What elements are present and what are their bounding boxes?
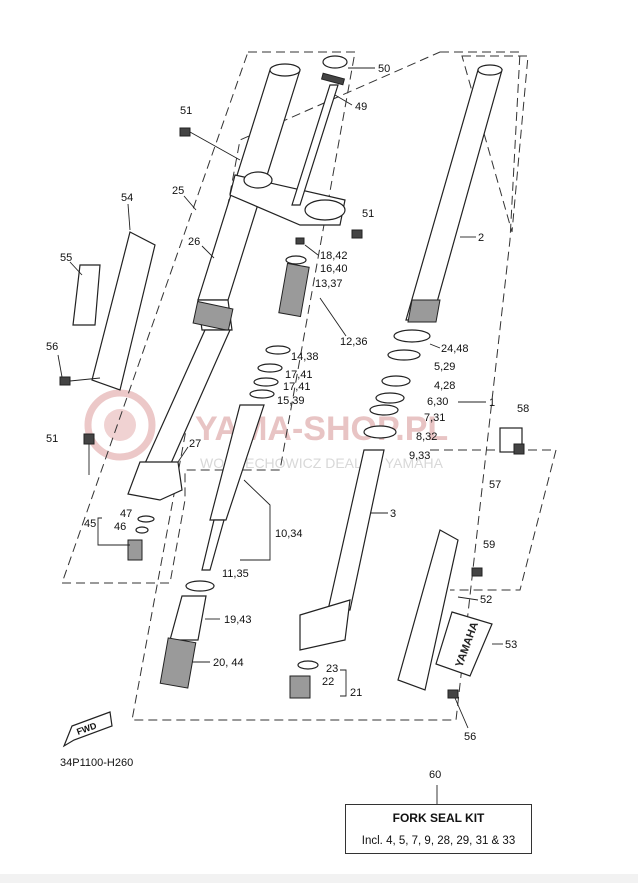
callout-51-clamp: 51 (362, 208, 374, 220)
callout-58: 58 (517, 403, 529, 415)
callout-52: 52 (480, 594, 492, 606)
assembly-outlines (61, 51, 557, 721)
callout-8-32: 8,32 (416, 431, 437, 443)
callout-14-38: 14,38 (291, 351, 319, 363)
callout-20-44: 20, 44 (213, 657, 244, 669)
footer-strip (0, 874, 638, 883)
callout-4-28: 4,28 (434, 380, 455, 392)
callout-2: 2 (478, 232, 484, 244)
callout-10-34: 10,34 (275, 528, 303, 540)
callout-11-35: 11,35 (222, 568, 249, 580)
callout-26: 26 (188, 236, 200, 248)
kit-description: Incl. 4, 5, 7, 9, 28, 29, 31 & 33 (361, 835, 516, 847)
kit-title: FORK SEAL KIT (392, 811, 485, 825)
left-guard (59, 231, 156, 391)
watermark-subtitle: WOJCIECHOWICZ DEALER YAMAHA (200, 455, 444, 471)
callout-59: 59 (483, 539, 495, 551)
callout-53: 53 (505, 639, 517, 651)
right-inner-tube (289, 64, 503, 699)
callout-46: 46 (114, 521, 126, 533)
callout-1: 1 (489, 397, 495, 409)
callout-22: 22 (322, 676, 334, 688)
callout-51-top: 51 (180, 105, 192, 117)
callout-19-43: 19,43 (224, 614, 252, 626)
callout-17-41-b: 17,41 (283, 381, 311, 393)
drain-parts (127, 515, 155, 561)
callout-12-36: 12,36 (340, 336, 368, 348)
diagram-code: 34P1100-H260 (60, 757, 134, 769)
triple-clamp (229, 55, 348, 226)
cartridge-assembly (159, 237, 310, 689)
callout-23: 23 (326, 663, 338, 675)
callout-55: 55 (60, 252, 72, 264)
callout-18-42: 18,42 (320, 250, 348, 262)
right-tube-outline (461, 55, 529, 233)
callout-6-30: 6,30 (427, 396, 448, 408)
callout-16-40: 16,40 (320, 263, 348, 275)
fork-seal-kit-box: FORK SEAL KIT Incl. 4, 5, 7, 9, 28, 29, … (345, 804, 532, 854)
right-guard: YAMAHA (397, 427, 525, 699)
callout-47: 47 (120, 508, 132, 520)
callout-45: 45 (84, 518, 96, 530)
callout-13-37: 13,37 (315, 278, 343, 290)
callout-54: 54 (121, 192, 133, 204)
fwd-arrow: FWD (62, 711, 113, 748)
callout-17-41-a: 17,41 (285, 369, 313, 381)
left-assembly-outline (61, 51, 356, 584)
callout-56-right: 56 (464, 731, 476, 743)
callouts: 50 49 51 51 51 54 25 26 55 56 2 18,42 16… (46, 63, 529, 804)
callout-25: 25 (172, 185, 184, 197)
callout-5-29: 5,29 (434, 361, 455, 373)
callout-15-39: 15,39 (277, 395, 305, 407)
callout-50: 50 (378, 63, 390, 75)
callout-27: 27 (189, 438, 201, 450)
callout-9-33: 9,33 (409, 450, 430, 462)
guard-outline (430, 449, 557, 591)
callout-57: 57 (489, 479, 501, 491)
bolts (83, 127, 363, 475)
callout-3: 3 (390, 508, 396, 520)
callout-21: 21 (350, 687, 362, 699)
callout-56-left: 56 (46, 341, 58, 353)
kit-callout-number: 60 (429, 769, 442, 781)
callout-24-48: 24,48 (441, 343, 469, 355)
callout-7-31: 7,31 (424, 412, 445, 424)
callout-49: 49 (355, 101, 367, 113)
callout-51-left: 51 (46, 433, 58, 445)
